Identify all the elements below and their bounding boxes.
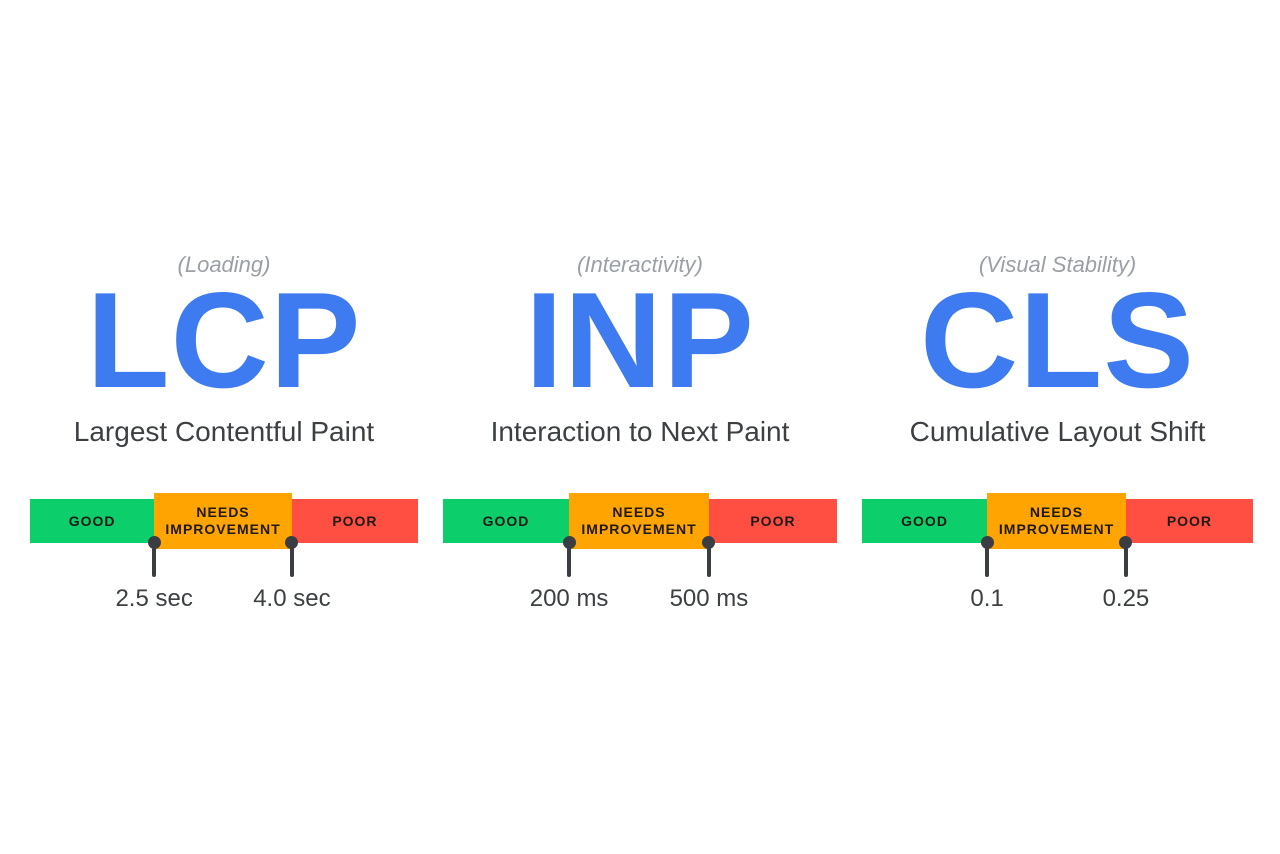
threshold-label-poor: 4.0 sec — [253, 585, 331, 612]
metric-name: Largest Contentful Paint — [73, 416, 375, 447]
metric-category-label: (Loading) — [177, 252, 271, 277]
threshold-dot-icon — [980, 536, 994, 549]
segment-needs-improvement: NEEDS IMPROVEMENT — [987, 493, 1126, 549]
metric-column-inp: (Interactivity) INP Interaction to Next … — [443, 252, 837, 632]
rating-scale: GOOD NEEDS IMPROVEMENT POOR 0.1 0.25 — [862, 493, 1253, 627]
rating-bar: GOOD NEEDS IMPROVEMENT POOR — [443, 493, 837, 549]
segment-needs-improvement: NEEDS IMPROVEMENT — [569, 493, 709, 549]
metric-acronym: INP — [525, 264, 755, 416]
threshold-stem — [1123, 547, 1128, 577]
metric-column-lcp: (Loading) LCP Largest Contentful Paint G… — [30, 252, 418, 632]
metric-category-label: (Visual Stability) — [978, 252, 1137, 277]
threshold-dot-icon — [562, 536, 576, 549]
rating-bar: GOOD NEEDS IMPROVEMENT POOR — [30, 493, 418, 549]
metric-column-cls: (Visual Stability) CLS Cumulative Layout… — [862, 252, 1253, 632]
metric-acronym: LCP — [86, 264, 362, 416]
threshold-stem — [706, 547, 711, 577]
segment-needs-improvement-line1: NEEDS — [1029, 504, 1084, 520]
rating-scale: GOOD NEEDS IMPROVEMENT POOR 2.5 sec 4.0 … — [30, 493, 418, 627]
segment-needs-improvement: NEEDS IMPROVEMENT — [154, 493, 292, 549]
segment-poor: POOR — [708, 499, 837, 543]
threshold-label-good: 200 ms — [529, 585, 609, 612]
rating-bar: GOOD NEEDS IMPROVEMENT POOR — [862, 493, 1253, 549]
rating-scale: GOOD NEEDS IMPROVEMENT POOR 200 ms 500 m… — [443, 493, 837, 627]
threshold-stem — [985, 547, 990, 577]
segment-needs-improvement-line2: IMPROVEMENT — [165, 521, 281, 537]
threshold-dot-icon — [1119, 536, 1133, 549]
threshold-dot-icon — [285, 536, 299, 549]
metric-acronym: CLS — [920, 264, 1195, 416]
segment-poor: POOR — [1125, 499, 1253, 543]
threshold-dot-icon — [147, 536, 161, 549]
segment-needs-improvement-line1: NEEDS — [612, 504, 666, 520]
segment-good: GOOD — [862, 499, 988, 543]
segment-good: GOOD — [443, 499, 570, 543]
segment-good: GOOD — [30, 499, 155, 543]
threshold-label-good: 2.5 sec — [115, 585, 193, 612]
metric-name: Interaction to Next Paint — [490, 416, 790, 447]
segment-poor: POOR — [291, 499, 418, 543]
metric-category-label: (Interactivity) — [577, 252, 703, 277]
threshold-label-good: 0.1 — [970, 585, 1004, 612]
segment-needs-improvement-line2: IMPROVEMENT — [581, 521, 697, 537]
segment-needs-improvement-line1: NEEDS — [196, 504, 250, 520]
segment-needs-improvement-line2: IMPROVEMENT — [998, 521, 1115, 537]
threshold-stem — [289, 547, 294, 577]
threshold-dot-icon — [702, 536, 716, 549]
threshold-stem — [567, 547, 572, 577]
threshold-stem — [152, 547, 157, 577]
metric-name: Cumulative Layout Shift — [909, 416, 1206, 447]
threshold-label-poor: 500 ms — [669, 585, 749, 612]
threshold-label-poor: 0.25 — [1102, 585, 1150, 612]
